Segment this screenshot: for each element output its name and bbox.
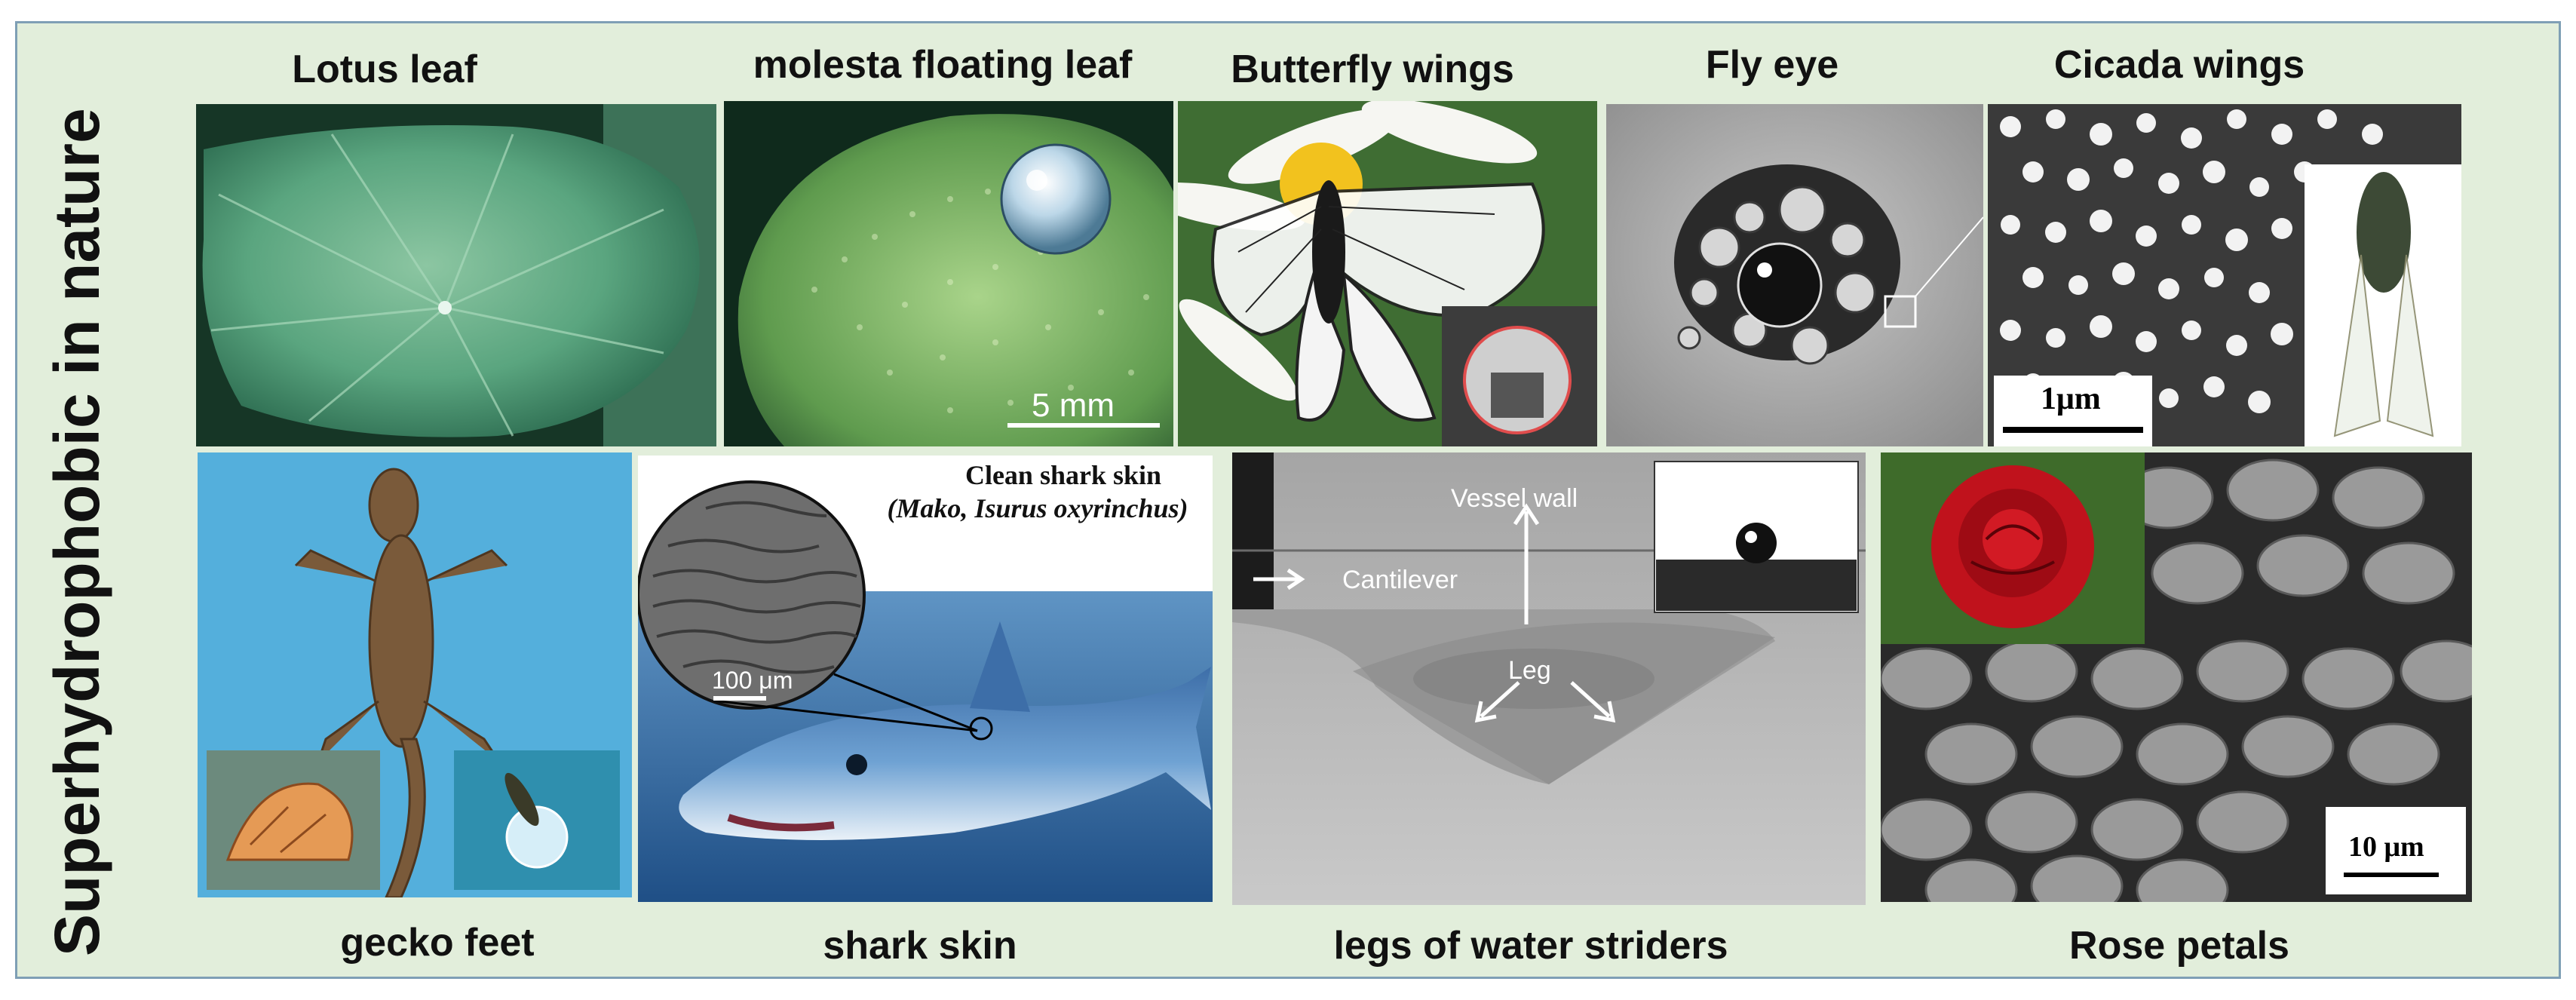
cicada-scale-label: 1μm bbox=[2041, 382, 2101, 416]
caption-legs-of-water-striders: legs of water striders bbox=[1333, 924, 1728, 968]
molesta-scale-label: 5 mm bbox=[1032, 387, 1115, 424]
water-strider-photo: Vessel wall Cantilever Leg bbox=[1232, 452, 1866, 905]
shark-panel-title: Clean shark skin bbox=[964, 460, 1162, 490]
caption-fly-eye: Fly eye bbox=[1705, 43, 1839, 87]
shark-scale-label: 100 μm bbox=[712, 667, 793, 694]
cicada-wing-sem: 1μm bbox=[1988, 104, 2461, 446]
rose-petal-sem: 10 μm bbox=[1881, 452, 2472, 902]
caption-gecko-feet: gecko feet bbox=[340, 921, 535, 965]
caption-lotus-leaf: Lotus leaf bbox=[292, 48, 477, 91]
lotus-leaf-photo bbox=[196, 104, 716, 446]
shark-panel-species: (Mako, Isurus oxyrinchus) bbox=[887, 493, 1188, 523]
strider-label-cantilever: Cantilever bbox=[1342, 566, 1458, 594]
caption-cicada-wings: Cicada wings bbox=[2053, 43, 2305, 87]
butterfly-photo bbox=[1178, 101, 1597, 446]
figure-side-title: Superhydrophobic in nature bbox=[41, 108, 112, 956]
gecko-photo bbox=[198, 452, 632, 897]
molesta-leaf-photo: 5 mm bbox=[724, 101, 1173, 446]
rose-scale-label: 10 μm bbox=[2348, 831, 2424, 863]
strider-label-vessel-wall: Vessel wall bbox=[1451, 484, 1578, 513]
caption-rose-petals: Rose petals bbox=[2069, 924, 2289, 968]
strider-label-leg: Leg bbox=[1508, 656, 1551, 685]
fly-eye-photo bbox=[1606, 104, 1983, 446]
caption-shark-skin: shark skin bbox=[823, 924, 1017, 968]
caption-molesta-floating-leaf: molesta floating leaf bbox=[753, 43, 1133, 87]
caption-butterfly-wings: Butterfly wings bbox=[1231, 48, 1514, 91]
shark-photo: Clean shark skin (Mako, Isurus oxyrinchu… bbox=[638, 456, 1213, 902]
